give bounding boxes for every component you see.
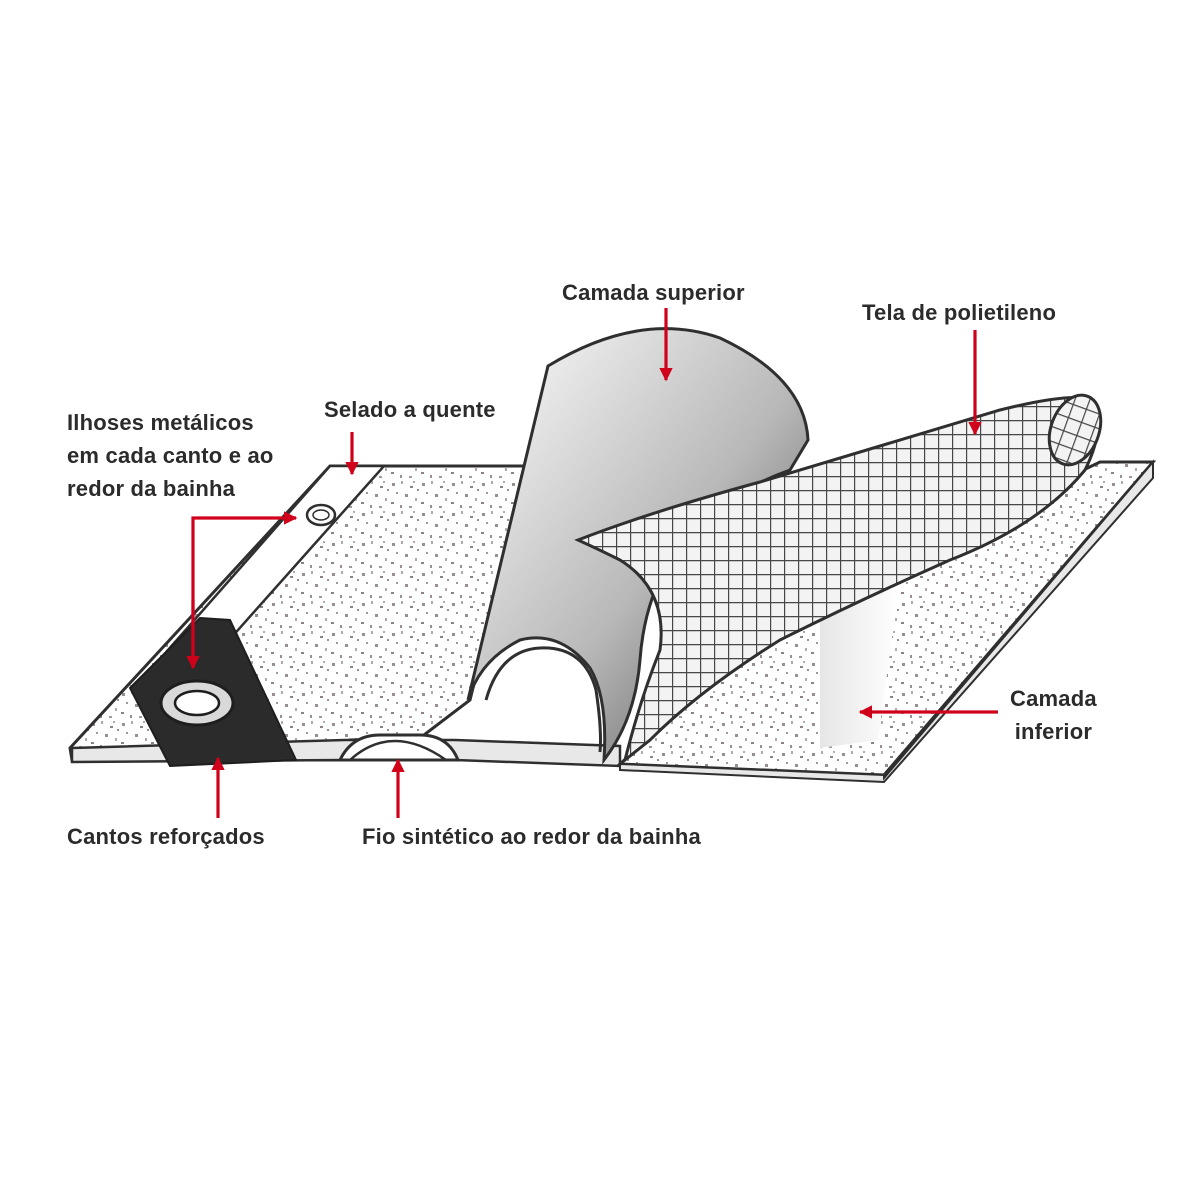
label-fio-sintetico: Fio sintético ao redor da bainha xyxy=(362,824,701,849)
label-camada-superior: Camada superior xyxy=(562,280,745,305)
label-ilhoses-line-3: redor da bainha xyxy=(67,476,236,501)
mesh-roll-end xyxy=(1047,393,1103,467)
reinforced-corner xyxy=(128,616,298,768)
label-camada-inferior: Camada inferior xyxy=(1010,682,1097,748)
label-ilhoses-line-2: em cada canto e ao xyxy=(67,443,274,468)
label-ilhoses-line-1: Ilhoses metálicos xyxy=(67,410,254,435)
hem-cord-bump xyxy=(337,733,461,762)
label-ilhoses: Ilhoses metálicos em cada canto e ao red… xyxy=(67,406,274,505)
label-selado-quente: Selado a quente xyxy=(324,397,496,422)
edge-grommet xyxy=(305,503,337,527)
label-camada-inferior-line-2: inferior xyxy=(1014,719,1093,744)
label-tela-polietileno: Tela de polietileno xyxy=(862,300,1057,325)
callout-arrows xyxy=(186,308,998,818)
mesh-roll xyxy=(574,393,1103,764)
label-cantos-reforcados: Cantos reforçados xyxy=(67,824,265,849)
label-camada-inferior-line-1: Camada xyxy=(1010,686,1097,711)
